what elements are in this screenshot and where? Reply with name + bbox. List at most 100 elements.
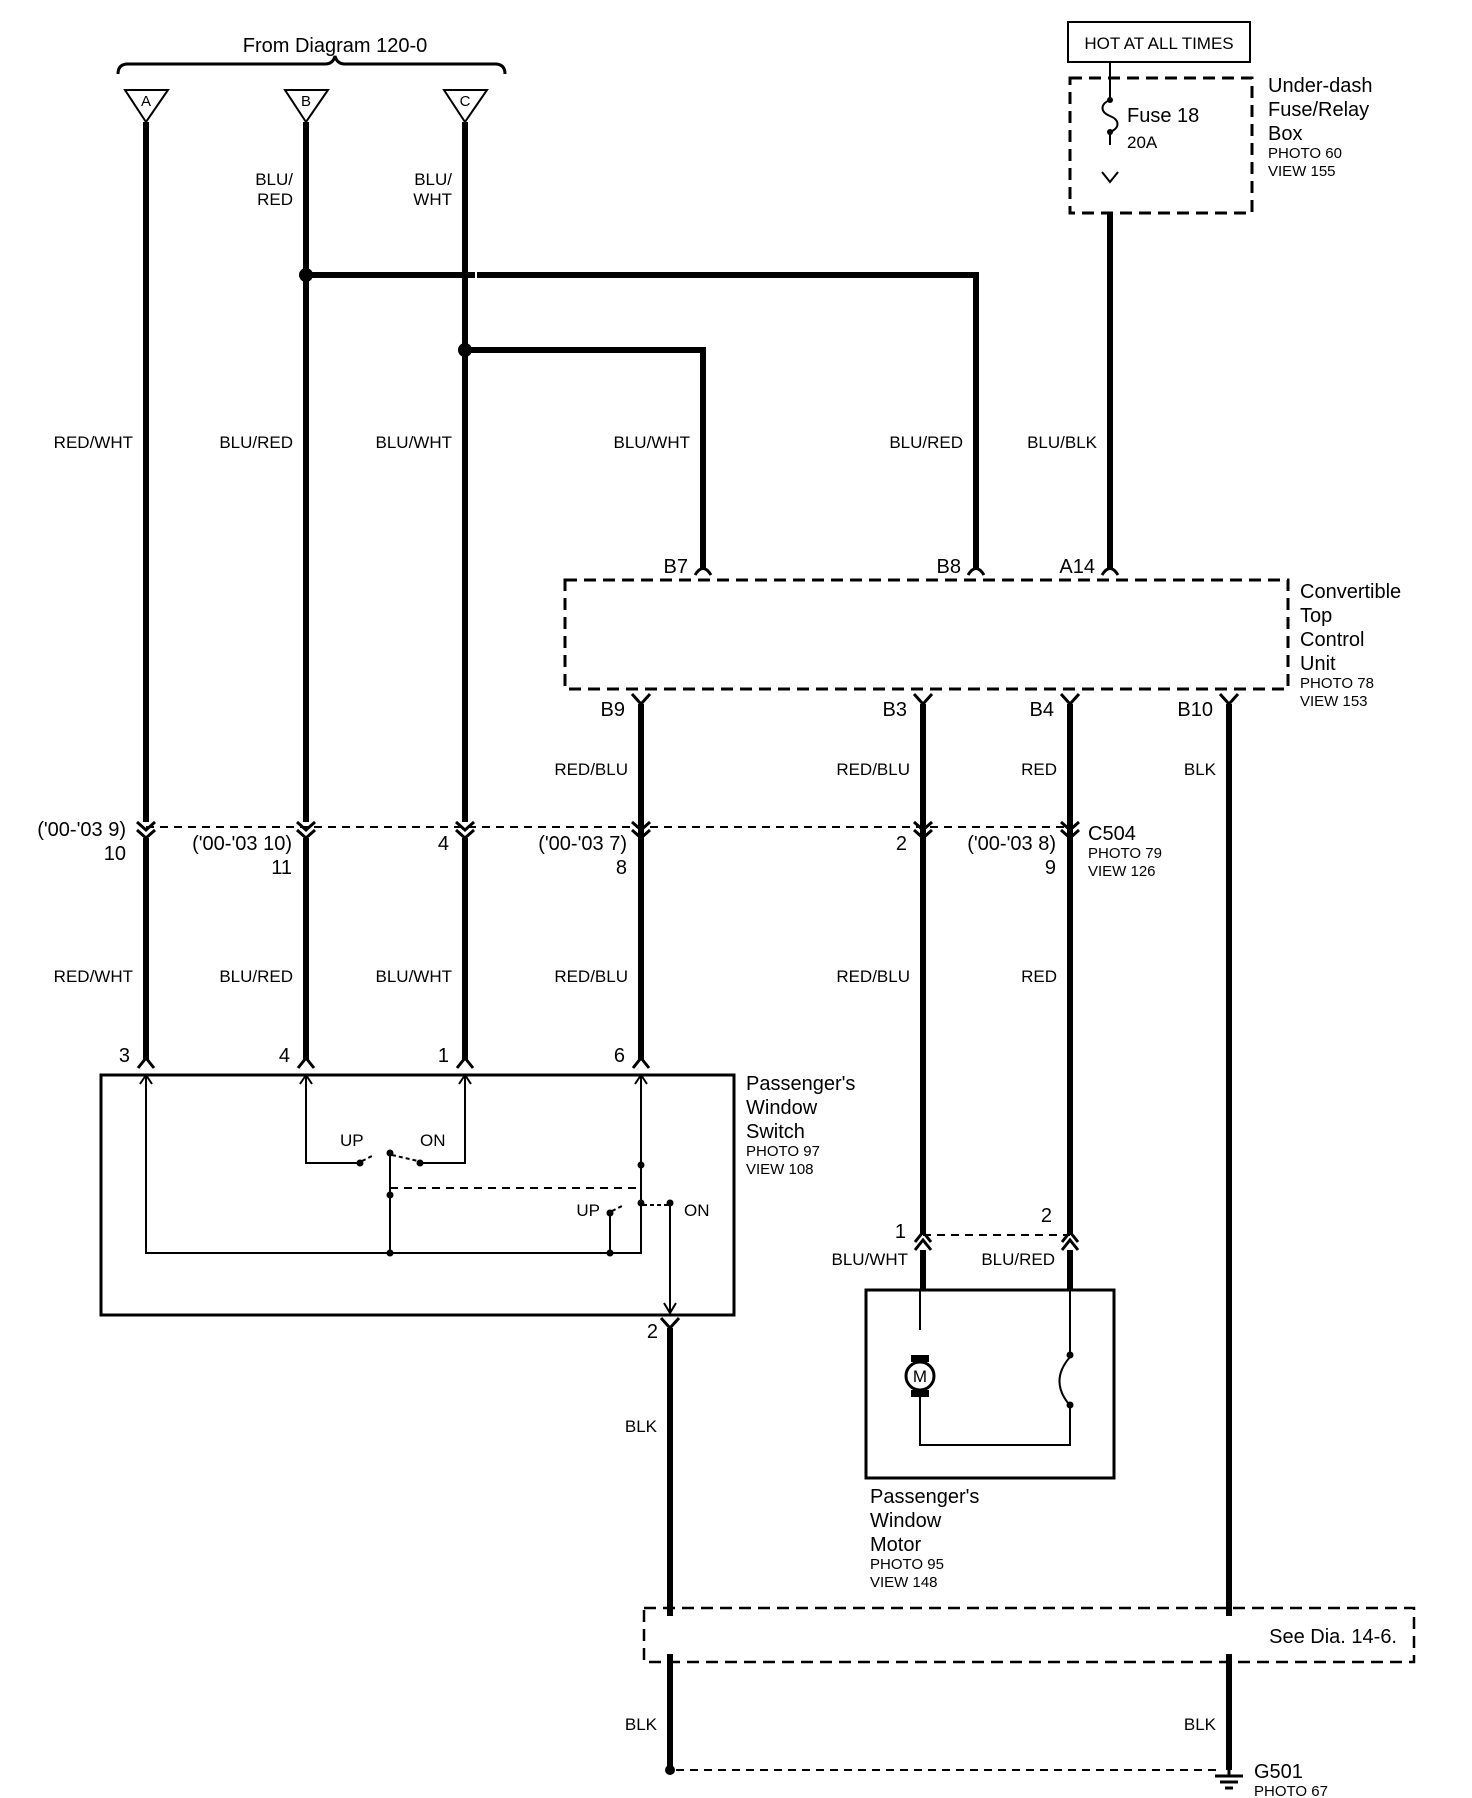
c504-pin-f: 9 xyxy=(1045,857,1056,879)
wire-label-blk-b10: BLK xyxy=(1184,760,1217,779)
control-unit-title-2: Top xyxy=(1300,605,1332,627)
c504-name: C504 xyxy=(1088,823,1136,845)
fuse-box-title-2: Fuse/Relay xyxy=(1268,99,1369,121)
window-motor-box xyxy=(864,1288,1116,1480)
window-switch-title-1: Passenger's xyxy=(746,1073,855,1095)
motor-symbol: M xyxy=(913,1367,927,1386)
wire-blu-wht-to-b7 xyxy=(465,347,706,568)
window-switch-photo: PHOTO 97 xyxy=(746,1143,820,1160)
wire-label-red-blu-b3: RED/BLU xyxy=(836,760,910,779)
window-switch-title-3: Switch xyxy=(746,1121,805,1143)
control-unit-view: VIEW 153 xyxy=(1300,693,1368,710)
fuse-box: Fuse 18 20A xyxy=(1068,76,1254,215)
lower-switch-on: ON xyxy=(684,1201,710,1220)
motor-wire-1: BLU/WHT xyxy=(832,1250,909,1269)
c504-pin-b-alt: ('00-'03 10) xyxy=(192,833,292,855)
wire-label-blu-wht-1: BLU/WHT xyxy=(376,433,453,452)
see-dia-box[interactable]: See Dia. 14-6. xyxy=(642,1606,1416,1664)
switch-pin-1: 1 xyxy=(438,1045,449,1067)
window-switch-title-2: Window xyxy=(746,1097,818,1119)
hot-at-all-times-label: HOT AT ALL TIMES xyxy=(1084,34,1233,53)
wire-label-blu-blk: BLU/BLK xyxy=(1027,433,1098,452)
window-motor-title-2: Window xyxy=(870,1510,942,1532)
wire-label-blu-wht-2: BLU/WHT xyxy=(376,967,453,986)
lower-switch-up: UP xyxy=(576,1201,600,1220)
switch-pin-2: 2 xyxy=(647,1321,658,1343)
wire-color-c-top-1: BLU/ xyxy=(414,170,452,189)
fuse-box-photo: PHOTO 60 xyxy=(1268,145,1342,162)
c504-photo: PHOTO 79 xyxy=(1088,845,1162,862)
window-switch-view: VIEW 108 xyxy=(746,1161,814,1178)
wire-label-red-2: RED xyxy=(1021,967,1057,986)
c504-view: VIEW 126 xyxy=(1088,863,1156,880)
wire-label-red-blu-3: RED/BLU xyxy=(836,967,910,986)
c504-pin-a: 10 xyxy=(104,843,126,865)
upper-switch-on: ON xyxy=(420,1131,446,1150)
wire-label-blk-lower-2: BLK xyxy=(1184,1715,1217,1734)
ref-triangle-b[interactable]: B xyxy=(283,89,330,124)
c504-pin-f-alt: ('00-'03 8) xyxy=(967,833,1056,855)
ref-triangle-a[interactable]: A xyxy=(123,89,170,124)
wire-label-blu-red-b8: BLU/RED xyxy=(889,433,963,452)
limit-switch-icon xyxy=(1058,1356,1071,1404)
ref-triangle-c[interactable]: C xyxy=(442,89,489,124)
control-unit-title-3: Control xyxy=(1300,629,1364,651)
window-switch-label: Passenger's Window Switch PHOTO 97 VIEW … xyxy=(746,1073,855,1178)
pin-b9: B9 xyxy=(601,699,625,721)
ground-name: G501 xyxy=(1254,1761,1303,1783)
pin-b3: B3 xyxy=(883,699,907,721)
c504-label: C504 PHOTO 79 VIEW 126 xyxy=(1088,823,1162,880)
control-unit-photo: PHOTO 78 xyxy=(1300,675,1374,692)
wire-label-red-wht-1: RED/WHT xyxy=(54,433,133,452)
pin-b10: B10 xyxy=(1177,699,1213,721)
wire-label-red-b4: RED xyxy=(1021,760,1057,779)
wire-label-blu-red-1: BLU/RED xyxy=(219,433,293,452)
fuse-box-title-3: Box xyxy=(1268,123,1302,145)
see-dia-label: See Dia. 14-6. xyxy=(1269,1626,1397,1648)
c504-pin-a-alt: ('00-'03 9) xyxy=(37,819,126,841)
ref-label-c: C xyxy=(460,93,471,110)
wire-blu-red-to-b8 xyxy=(306,272,979,568)
wire-color-b-top-2: RED xyxy=(257,190,293,209)
wire-label-red-wht-2: RED/WHT xyxy=(54,967,133,986)
switch-pin-6: 6 xyxy=(614,1045,625,1067)
wire-label-blk-switch: BLK xyxy=(625,1417,658,1436)
pin-a14: A14 xyxy=(1059,556,1095,578)
upper-switch-up: UP xyxy=(340,1131,364,1150)
control-unit-title-1: Convertible xyxy=(1300,581,1401,603)
wire-label-red-blu-b9: RED/BLU xyxy=(554,760,628,779)
window-motor-photo: PHOTO 95 xyxy=(870,1556,944,1573)
fuse-name: Fuse 18 xyxy=(1127,105,1199,127)
from-diagram-label: From Diagram 120-0 xyxy=(243,35,428,57)
c504-pin-d-alt: ('00-'03 7) xyxy=(538,833,627,855)
window-motor-label: Passenger's Window Motor PHOTO 95 VIEW 1… xyxy=(870,1486,979,1591)
motor-pin-1: 1 xyxy=(895,1221,906,1243)
control-unit-title-4: Unit xyxy=(1300,653,1336,675)
window-motor-title-3: Motor xyxy=(870,1534,921,1556)
window-switch-box xyxy=(99,1073,736,1317)
wire-label-blu-red-2: BLU/RED xyxy=(219,967,293,986)
wire-label-red-blu-2: RED/BLU xyxy=(554,967,628,986)
motor-pin-arrows xyxy=(913,1229,1080,1251)
c504-pin-e: 2 xyxy=(896,833,907,855)
fuse-rating: 20A xyxy=(1127,133,1158,152)
ref-label-b: B xyxy=(301,93,311,110)
wire-label-blk-lower-1: BLK xyxy=(625,1715,658,1734)
ground-photo: PHOTO 67 xyxy=(1254,1783,1328,1798)
window-motor-title-1: Passenger's xyxy=(870,1486,979,1508)
window-motor-internal: M xyxy=(904,1290,1074,1446)
switch-pin-arrows xyxy=(136,1055,651,1069)
fuse-box-view: VIEW 155 xyxy=(1268,163,1336,180)
from-diagram-group: From Diagram 120-0 xyxy=(116,35,507,75)
window-motor-view: VIEW 148 xyxy=(870,1574,938,1591)
fuse-box-title-1: Under-dash xyxy=(1268,75,1373,97)
pin-b8: B8 xyxy=(937,556,961,578)
pin-b4: B4 xyxy=(1030,699,1054,721)
fuse-icon xyxy=(1101,78,1119,145)
ref-label-a: A xyxy=(141,93,151,110)
control-unit-box xyxy=(563,578,1290,691)
control-unit-label: Convertible Top Control Unit PHOTO 78 VI… xyxy=(1300,581,1401,710)
ground-label: G501 PHOTO 67 xyxy=(1254,1761,1328,1798)
c504-pin-d: 8 xyxy=(616,857,627,879)
